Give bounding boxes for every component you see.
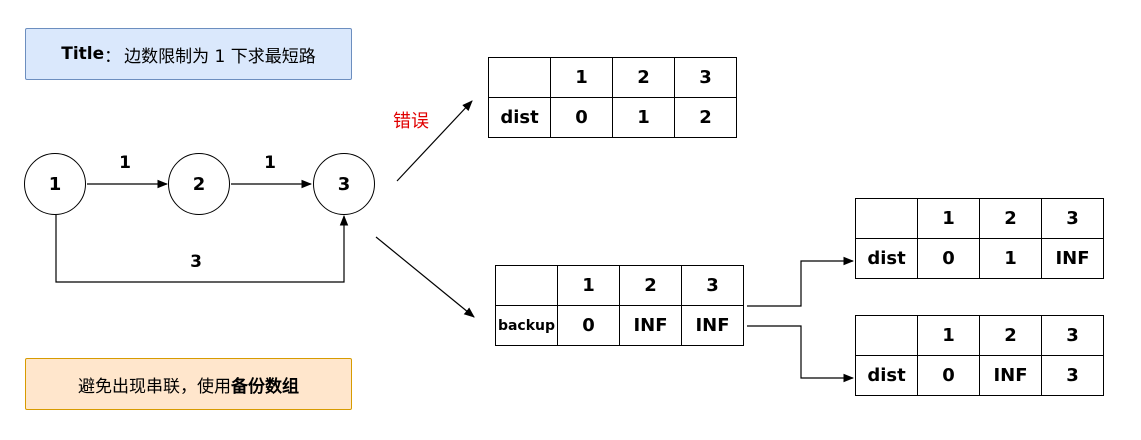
table-cell: backup bbox=[495, 305, 558, 346]
table-header-row: 1 2 3 bbox=[855, 315, 1104, 356]
note-text: 避免出现串联，使用 bbox=[78, 376, 231, 397]
edge-1-3 bbox=[55, 214, 349, 283]
wrong-dist-table: 1 2 3 dist 0 1 2 bbox=[488, 57, 737, 138]
edge-weight-1-2: 1 bbox=[119, 153, 131, 173]
table-row: dist 0 1 INF bbox=[855, 238, 1104, 279]
table-cell: 3 bbox=[1041, 355, 1104, 396]
table-cell: INF bbox=[681, 305, 744, 346]
table-cell: 2 bbox=[674, 97, 737, 138]
table-row: dist 0 INF 3 bbox=[855, 355, 1104, 396]
table-cell: 1 bbox=[917, 315, 980, 356]
table-cell: 1 bbox=[979, 238, 1042, 279]
edge-weight-2-3: 1 bbox=[264, 153, 276, 173]
table-cell: 3 bbox=[681, 265, 744, 306]
table-cell: dist bbox=[488, 97, 551, 138]
result-dist-table-2: 1 2 3 dist 0 INF 3 bbox=[855, 315, 1104, 396]
table-header-row: 1 2 3 bbox=[488, 57, 737, 98]
wrong-label: 错误 bbox=[393, 111, 429, 132]
table-cell bbox=[488, 57, 551, 98]
table-cell: INF bbox=[619, 305, 682, 346]
table-cell: 1 bbox=[557, 265, 620, 306]
table-header-row: 1 2 3 bbox=[855, 198, 1104, 239]
table-cell: 1 bbox=[917, 198, 980, 239]
title-label: Title bbox=[61, 44, 105, 64]
table-cell bbox=[495, 265, 558, 306]
table-cell: 3 bbox=[1041, 198, 1104, 239]
table-cell bbox=[855, 315, 918, 356]
title-text: 边数限制为 1 下求最短路 bbox=[124, 46, 316, 67]
table-cell: 0 bbox=[917, 355, 980, 396]
arrow-to-result-2 bbox=[747, 325, 855, 383]
graph-node-2: 2 bbox=[168, 153, 230, 215]
table-cell: dist bbox=[855, 238, 918, 279]
table-row: backup 0 INF INF bbox=[495, 305, 744, 346]
edge-weight-1-3: 3 bbox=[190, 252, 202, 272]
note-box: 避免出现串联，使用 备份数组 bbox=[25, 358, 352, 410]
table-cell: 3 bbox=[674, 57, 737, 98]
table-cell: 1 bbox=[612, 97, 675, 138]
graph-node-1: 1 bbox=[24, 153, 86, 215]
table-cell: 3 bbox=[1041, 315, 1104, 356]
table-cell bbox=[855, 198, 918, 239]
arrow-to-result-1 bbox=[747, 256, 855, 307]
graph-node-3: 3 bbox=[313, 153, 375, 215]
table-cell: 2 bbox=[979, 315, 1042, 356]
result-dist-table-1: 1 2 3 dist 0 1 INF bbox=[855, 198, 1104, 279]
title-separator: ： bbox=[104, 46, 122, 67]
table-cell: 2 bbox=[619, 265, 682, 306]
table-cell: 0 bbox=[550, 97, 613, 138]
table-cell: 2 bbox=[612, 57, 675, 98]
table-cell: dist bbox=[855, 355, 918, 396]
table-cell: 0 bbox=[917, 238, 980, 279]
arrow-to-backup-table bbox=[375, 236, 475, 318]
table-cell: 2 bbox=[979, 198, 1042, 239]
table-cell: INF bbox=[979, 355, 1042, 396]
backup-table: 1 2 3 backup 0 INF INF bbox=[495, 265, 744, 346]
table-cell: INF bbox=[1041, 238, 1104, 279]
note-bold-text: 备份数组 bbox=[231, 376, 299, 397]
table-row: dist 0 1 2 bbox=[488, 97, 737, 138]
table-cell: 1 bbox=[550, 57, 613, 98]
table-header-row: 1 2 3 bbox=[495, 265, 744, 306]
arrow-to-wrong-table bbox=[396, 100, 473, 182]
table-cell: 0 bbox=[557, 305, 620, 346]
title-box: Title：边数限制为 1 下求最短路 bbox=[25, 28, 352, 80]
